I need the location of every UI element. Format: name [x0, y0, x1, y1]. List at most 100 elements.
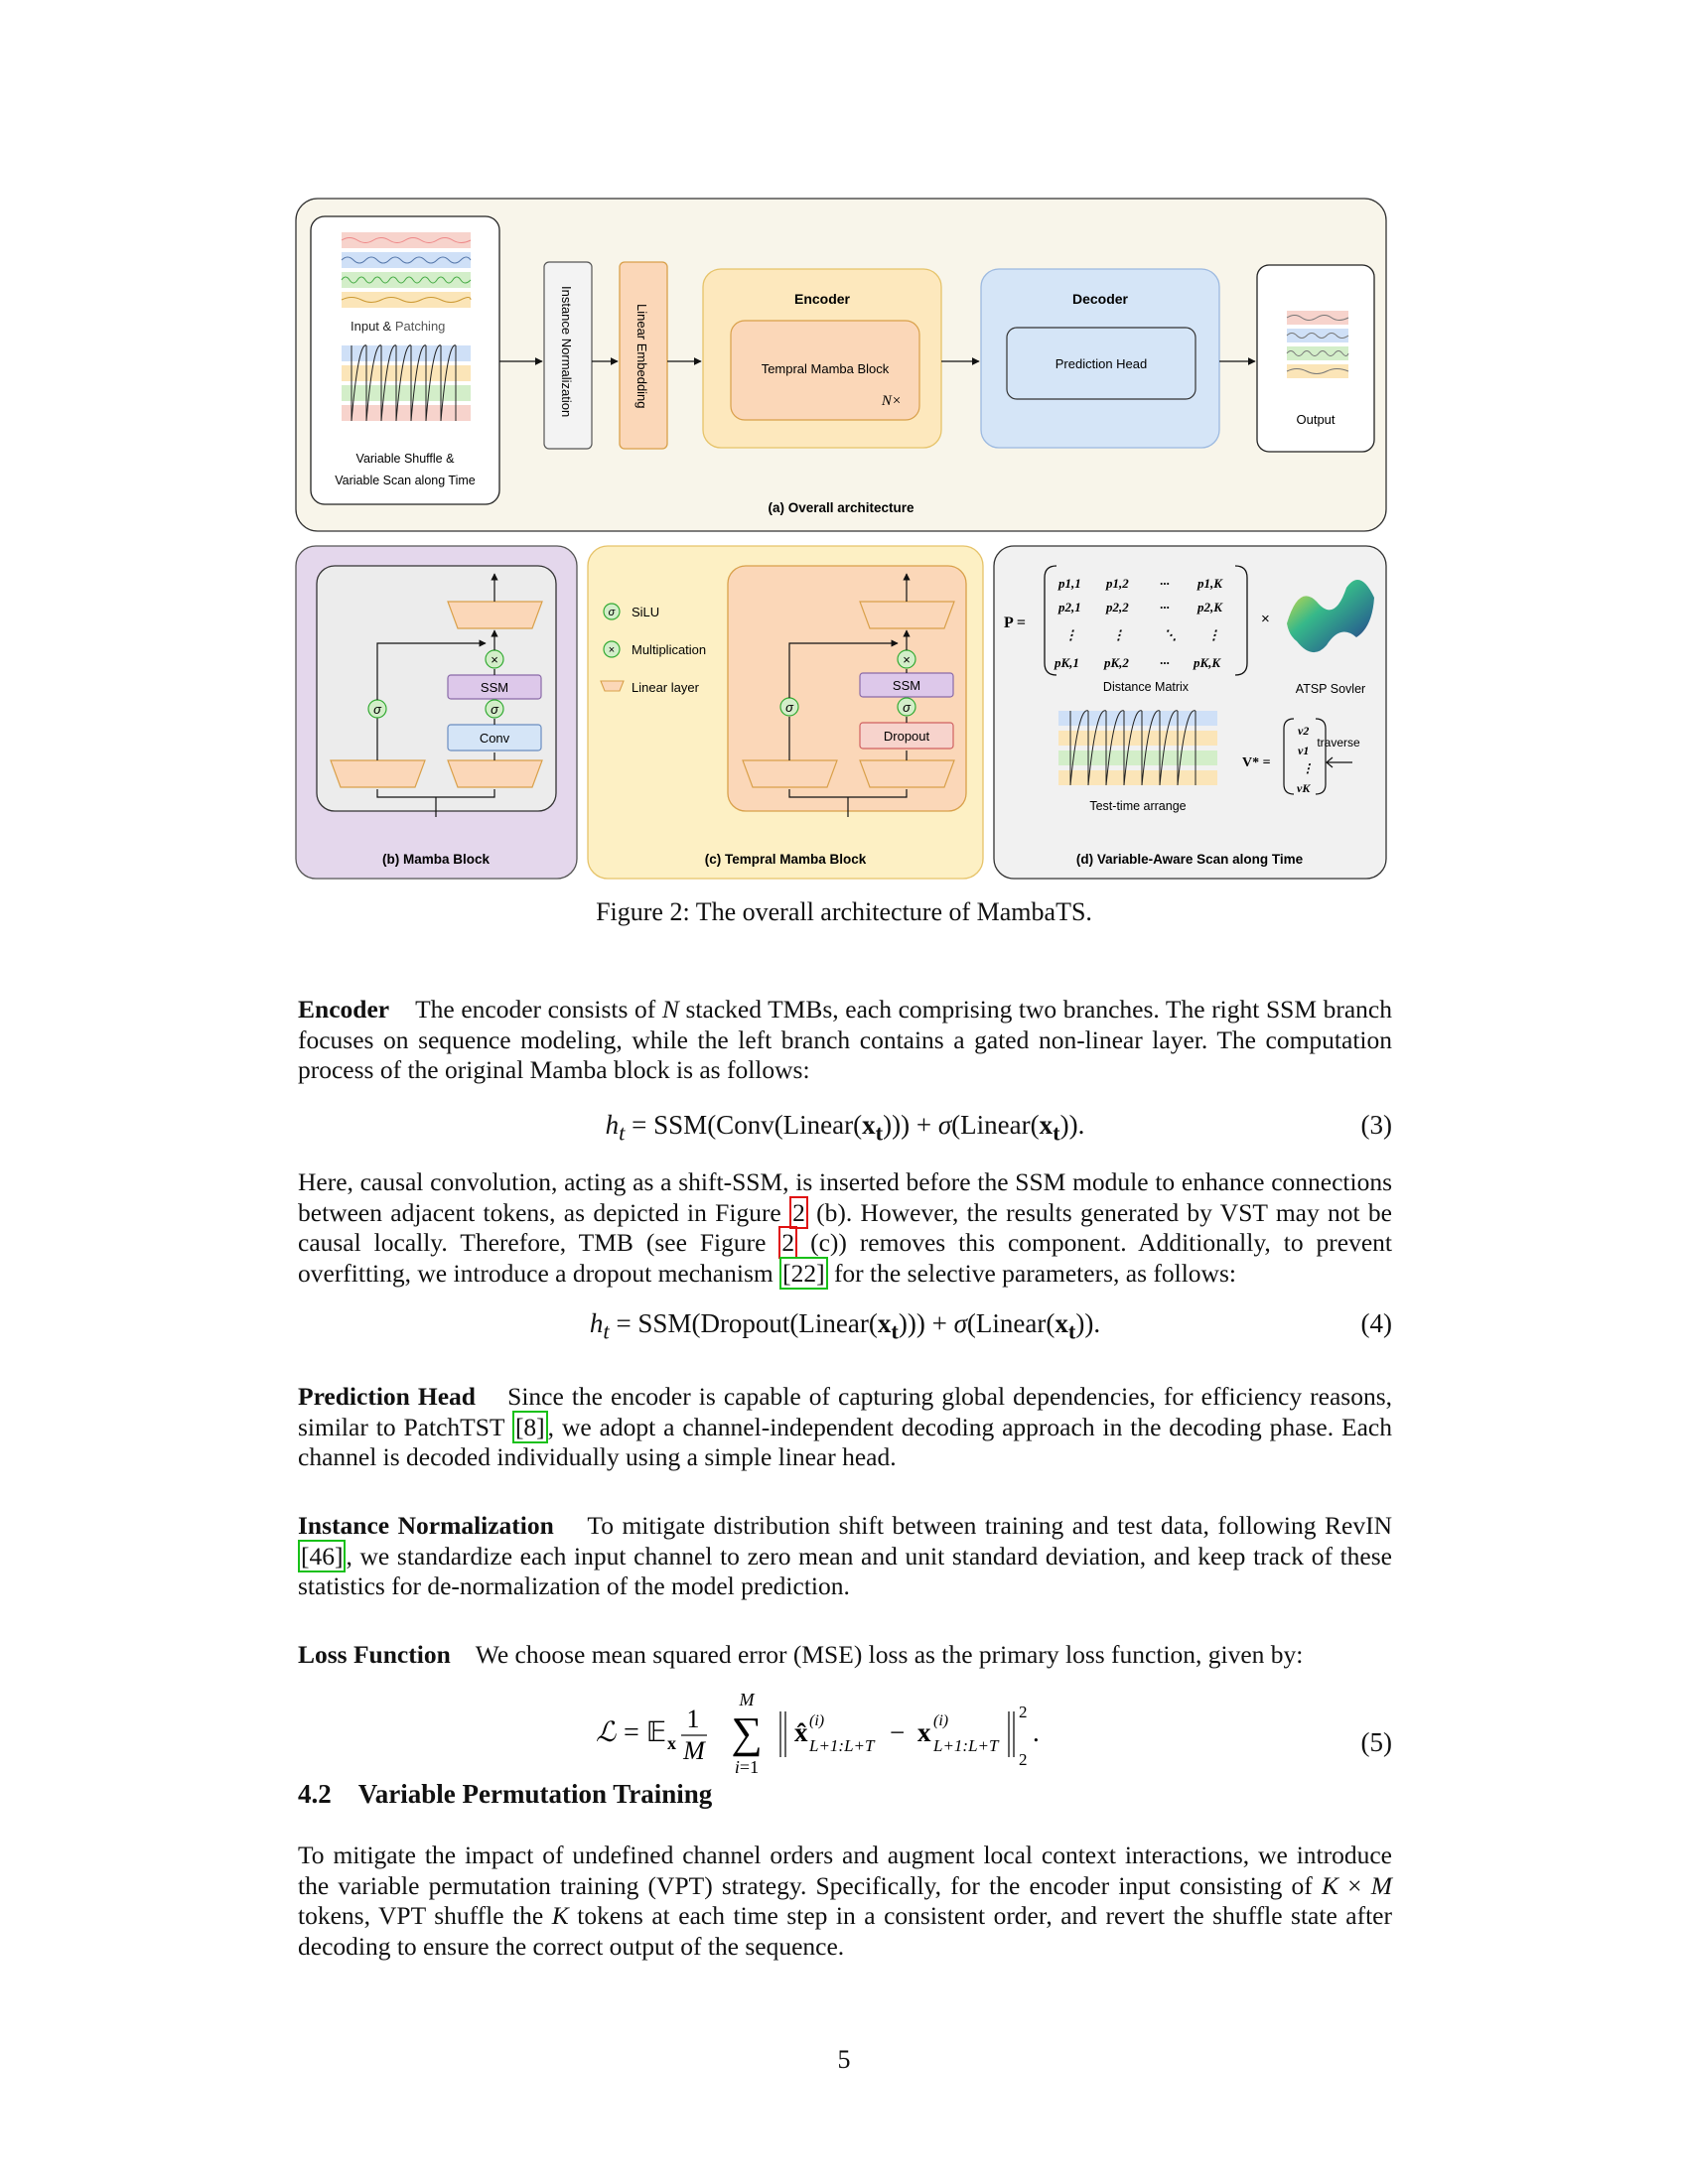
- svg-text:Output: Output: [1296, 412, 1335, 427]
- svg-text:×: ×: [609, 644, 615, 656]
- svg-text:(a) Overall architecture: (a) Overall architecture: [768, 500, 914, 515]
- figure-ref-link[interactable]: 2: [778, 1226, 798, 1259]
- atsp-surface-icon: [1287, 580, 1374, 653]
- svg-text:⋮: ⋮: [1064, 627, 1077, 642]
- svg-text:×: ×: [1261, 611, 1270, 627]
- svg-text:⋮: ⋮: [1302, 761, 1314, 775]
- svg-text:(c) Tempral Mamba Block: (c) Tempral Mamba Block: [705, 852, 867, 867]
- prediction-head-heading: Prediction Head: [298, 1382, 476, 1411]
- svg-text:×: ×: [903, 652, 911, 667]
- svg-text:v2: v2: [1298, 724, 1309, 738]
- svg-text:p2,1: p2,1: [1057, 600, 1081, 614]
- svg-text:ℒ: ℒ: [596, 1717, 617, 1748]
- svg-text:SSM: SSM: [893, 678, 920, 693]
- instance-norm-heading: Instance Normalization: [298, 1511, 554, 1540]
- svg-text:L+1:L+T: L+1:L+T: [932, 1736, 1000, 1755]
- svg-text:Variable Shuffle &: Variable Shuffle &: [356, 452, 456, 466]
- svg-text:(i): (i): [933, 1712, 948, 1729]
- svg-text:i=1: i=1: [735, 1757, 759, 1777]
- svg-text:(i): (i): [809, 1712, 824, 1729]
- svg-text:V* =: V* =: [1242, 755, 1271, 770]
- figure-caption: Figure 2: The overall architecture of Ma…: [596, 897, 1092, 926]
- svg-text:Linear layer: Linear layer: [632, 680, 700, 695]
- svg-text:σ: σ: [903, 700, 912, 715]
- svg-text:SSM: SSM: [481, 680, 508, 695]
- svg-text:M: M: [682, 1736, 706, 1765]
- svg-text:−: −: [890, 1717, 905, 1747]
- svg-text:P =: P =: [1004, 614, 1026, 631]
- figure-ref-link[interactable]: 2: [789, 1195, 808, 1229]
- svg-text:Distance Matrix: Distance Matrix: [1103, 680, 1190, 694]
- svg-text:.: .: [1033, 1717, 1040, 1747]
- citation-link[interactable]: [8]: [511, 1410, 548, 1443]
- svg-text:2: 2: [1019, 1703, 1028, 1721]
- svg-text:x: x: [667, 1733, 676, 1753]
- svg-text:σ: σ: [373, 702, 382, 717]
- svg-text:⋮: ⋮: [1207, 627, 1220, 642]
- svg-text:···: ···: [1160, 600, 1170, 614]
- instance-norm-paragraph: Instance Normalization To mitigate distr…: [298, 1511, 1392, 1600]
- svg-text:2: 2: [1019, 1750, 1028, 1769]
- svg-text:SiLU: SiLU: [632, 605, 659, 619]
- citation-link[interactable]: [22]: [779, 1256, 828, 1290]
- input-series-icon: [341, 232, 472, 308]
- svg-text:Linear Embedding: Linear Embedding: [634, 304, 649, 409]
- loss-function-heading: Loss Function: [298, 1640, 451, 1669]
- encoder-heading: Encoder: [298, 995, 390, 1024]
- svg-text:×: ×: [491, 652, 498, 667]
- svg-text:σ: σ: [491, 702, 499, 717]
- test-time-arrange-icon: [1058, 710, 1217, 786]
- svg-text:⋮: ⋮: [1112, 627, 1125, 642]
- equation-5: ℒ = 𝔼 x 1 M M ∑ i=1 x̂ (i) L+1:L+T − x (…: [298, 1688, 1392, 1777]
- svg-text:N×: N×: [881, 393, 902, 409]
- svg-text:Prediction Head: Prediction Head: [1055, 356, 1148, 371]
- page-number: 5: [837, 2045, 851, 2074]
- citation-link[interactable]: [46]: [298, 1539, 347, 1572]
- svg-text:Tempral Mamba Block: Tempral Mamba Block: [762, 361, 890, 376]
- svg-text:ATSP Sovler: ATSP Sovler: [1296, 682, 1365, 696]
- svg-text:Instance Normalization: Instance Normalization: [559, 286, 574, 417]
- panel-d-variable-aware-scan: P = p1,1 p1,2 ··· p1,K p2,1 p2,2 ··· p2,…: [993, 545, 1387, 880]
- svg-text:···: ···: [1160, 576, 1170, 591]
- encoder-paragraph: Encoder The encoder consists of N stacke…: [298, 995, 1392, 1084]
- panel-b-mamba-block: × SSM σ Conv σ (b) Mamba Block: [295, 545, 578, 880]
- svg-text:= 𝔼: = 𝔼: [624, 1717, 666, 1748]
- svg-text:σ: σ: [785, 700, 794, 715]
- causal-conv-paragraph: Here, causal convolution, acting as a sh…: [298, 1167, 1392, 1290]
- svg-text:p1,1: p1,1: [1057, 576, 1081, 591]
- svg-text:Conv: Conv: [480, 731, 510, 746]
- svg-text:∑: ∑: [731, 1708, 762, 1757]
- svg-text:Dropout: Dropout: [884, 729, 930, 744]
- svg-text:x: x: [917, 1717, 931, 1747]
- svg-text:Test-time arrange: Test-time arrange: [1089, 799, 1186, 813]
- svg-text:(d) Variable-Aware Scan along: (d) Variable-Aware Scan along Time: [1076, 852, 1304, 867]
- svg-text:vK: vK: [1297, 781, 1311, 795]
- prediction-head-paragraph: Prediction Head Since the encoder is cap…: [298, 1382, 1393, 1471]
- svg-text:M: M: [739, 1690, 756, 1709]
- svg-text:···: ···: [1160, 655, 1170, 670]
- svg-text:1: 1: [687, 1705, 700, 1733]
- svg-text:σ: σ: [609, 607, 616, 618]
- panel-a-overall-architecture: Input & Patching Variable Shuffle & Vari…: [295, 198, 1387, 532]
- svg-text:p2,K: p2,K: [1196, 600, 1223, 614]
- svg-text:Variable Scan along Time: Variable Scan along Time: [335, 474, 476, 487]
- svg-text:p1,K: p1,K: [1196, 576, 1223, 591]
- patching-scan-icon: [342, 344, 471, 422]
- svg-text:L+1:L+T: L+1:L+T: [808, 1736, 876, 1755]
- svg-text:pK,K: pK,K: [1193, 655, 1221, 670]
- equation-4-number: (4): [1360, 1308, 1392, 1338]
- svg-text:p2,2: p2,2: [1105, 600, 1129, 614]
- svg-text:p1,2: p1,2: [1105, 576, 1129, 591]
- loss-function-paragraph: Loss Function We choose mean squared err…: [298, 1640, 1304, 1669]
- svg-text:Decoder: Decoder: [1072, 291, 1129, 307]
- equation-3-number: (3): [1360, 1110, 1392, 1140]
- panel-c-tempral-mamba-block: σ SiLU × Multiplication Linear layer × S…: [587, 545, 984, 880]
- svg-text:pK,2: pK,2: [1103, 655, 1129, 670]
- svg-text:Encoder: Encoder: [794, 291, 851, 307]
- svg-text:traverse: traverse: [1317, 736, 1360, 750]
- svg-text:x̂: x̂: [794, 1717, 808, 1747]
- equation-5-number: (5): [1360, 1727, 1392, 1757]
- svg-text:v1: v1: [1298, 744, 1309, 757]
- architecture-figure: Input & Patching Variable Shuffle & Vari…: [295, 198, 1387, 880]
- output-series-icon: [1286, 311, 1349, 378]
